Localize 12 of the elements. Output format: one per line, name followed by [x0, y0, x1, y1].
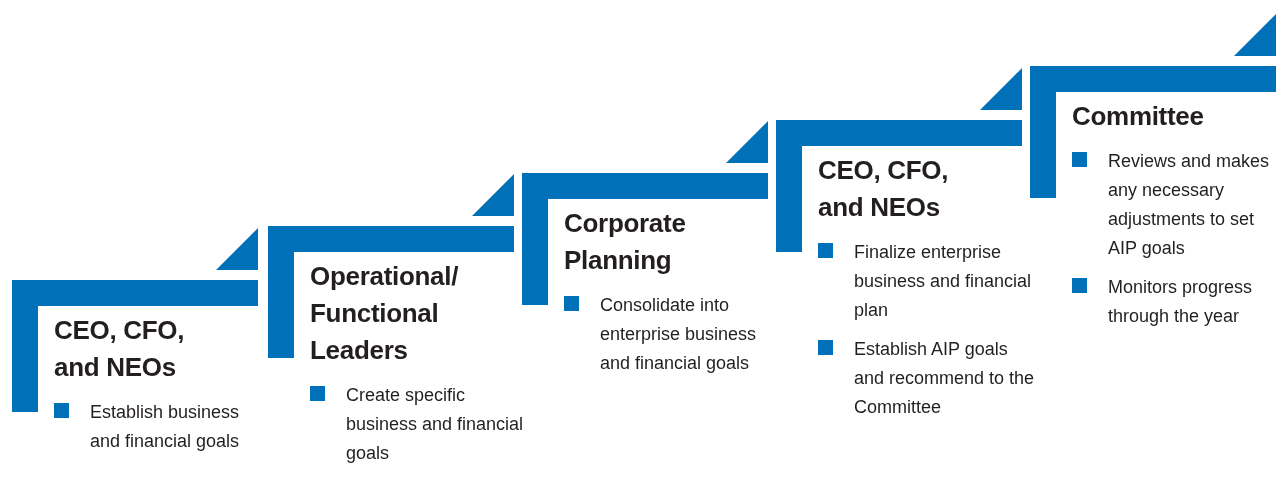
bullet-text: Establish AIP goals and recommend to the Committee [854, 338, 1036, 419]
bullet-text: Establish business and financial goals [90, 401, 241, 453]
step-heading: CEO, CFO, and NEOs [818, 154, 950, 224]
bullet-text: Create specific business and financial goals [346, 384, 525, 465]
bullet-text: Reviews and makes any necessary adjustments to set AIP goals [1108, 150, 1271, 260]
bullet-text: Consolidate into enterprise business and financial goals [600, 294, 758, 375]
step-heading: CEO, CFO, and NEOs [54, 314, 186, 384]
step-heading: Operational/ Functional Leaders [310, 260, 460, 367]
bullet-text: Finalize enterprise business and financial plan [854, 241, 1033, 322]
bullet-text: Monitors progress through the year [1108, 276, 1254, 328]
step-heading: Corporate Planning [564, 207, 687, 277]
step-heading: Committee [1072, 100, 1205, 133]
